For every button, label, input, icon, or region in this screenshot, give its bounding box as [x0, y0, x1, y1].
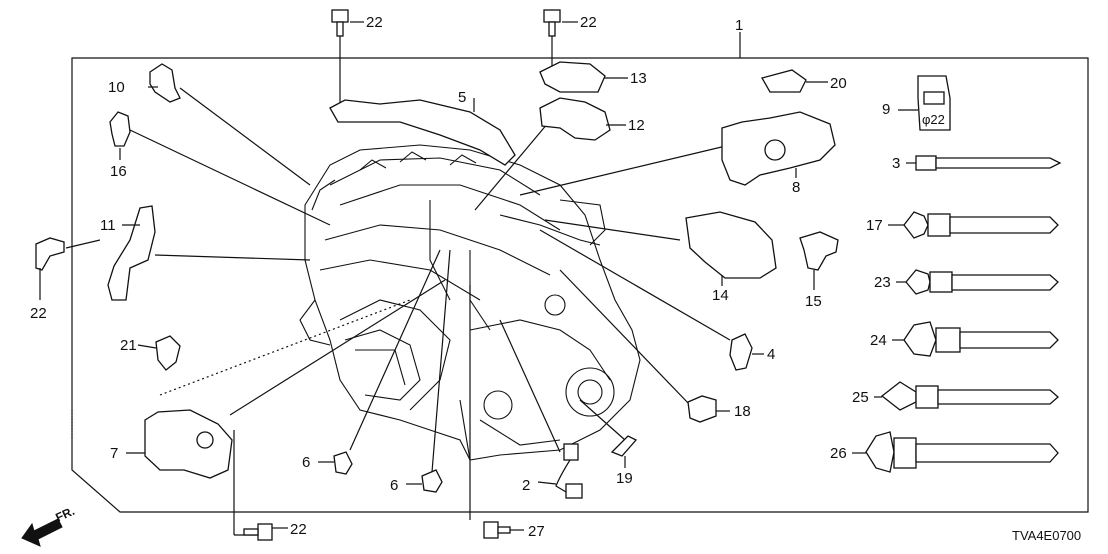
part-cable-tie-24[interactable]	[903, 321, 1059, 357]
callout-23: 23	[874, 274, 891, 291]
callout-10: 10	[108, 79, 125, 96]
callout-6-left: 6	[302, 454, 310, 471]
front-direction-indicator: FR.	[21, 504, 77, 547]
callout-8: 8	[792, 179, 800, 196]
callout-15: 15	[805, 293, 822, 310]
diagram-code: TVA4E0700	[1012, 528, 1081, 543]
part-cable-tie-23[interactable]	[905, 269, 1059, 295]
part-bracket-10[interactable]	[149, 63, 181, 103]
callout-21: 21	[120, 337, 137, 354]
part-sub-harness-2[interactable]	[555, 443, 583, 499]
part-clip-6-bottom[interactable]	[421, 469, 443, 493]
callout-labels: 1 2 3 4 5 6 6 7 8 9 10 11 12 13 14 15 16…	[30, 14, 900, 540]
part-clip-18[interactable]	[687, 395, 717, 423]
callout-19: 19	[616, 470, 633, 487]
part-bracket-8[interactable]	[721, 111, 836, 186]
part-cable-tie-25[interactable]	[880, 381, 1059, 411]
callout-16: 16	[110, 163, 127, 180]
part-bracket-12[interactable]	[539, 97, 611, 141]
callout-6-bottom: 6	[390, 477, 398, 494]
callout-9: 9	[882, 101, 890, 118]
callout-22-top-right: 22	[580, 14, 597, 31]
callout-24: 24	[870, 332, 887, 349]
part-bolt-22-top-right[interactable]	[543, 9, 561, 37]
callout-17: 17	[866, 217, 883, 234]
callout-1: 1	[735, 17, 743, 34]
callout-3: 3	[892, 155, 900, 172]
callout-18: 18	[734, 403, 751, 420]
part-bracket-11[interactable]	[107, 205, 156, 301]
callout-2: 2	[522, 477, 530, 494]
front-arrow-icon	[21, 518, 63, 547]
part-clip-6-left[interactable]	[333, 451, 353, 475]
part-bolt-22-left[interactable]	[35, 237, 65, 271]
callout-ticks	[39, 21, 918, 531]
callout-12: 12	[628, 117, 645, 134]
part-cable-tie-3[interactable]	[915, 155, 1062, 171]
part-cover-14[interactable]	[685, 211, 777, 279]
engine-assembly-illustration	[299, 144, 641, 461]
part-clip-4[interactable]	[729, 333, 753, 371]
part-bolt-22-top-left[interactable]	[331, 9, 349, 37]
callout-14: 14	[712, 287, 729, 304]
callout-27: 27	[528, 523, 545, 540]
callout-5: 5	[458, 89, 466, 106]
part-cable-tie-26[interactable]	[865, 431, 1059, 473]
part-connector-15[interactable]	[799, 231, 839, 271]
part-cover-20[interactable]	[761, 69, 807, 93]
part-clip-9[interactable]: φ22	[917, 75, 951, 131]
part-clip-21[interactable]	[155, 335, 181, 371]
callout-26: 26	[830, 445, 847, 462]
callout-13: 13	[630, 70, 647, 87]
callout-11: 11	[100, 217, 116, 234]
part-clip-16[interactable]	[109, 111, 131, 147]
callout-22-bottom: 22	[290, 521, 307, 538]
part-wire-harness-bracket-5[interactable]	[329, 99, 516, 166]
callout-22-left: 22	[30, 305, 47, 322]
callout-20: 20	[830, 75, 847, 92]
part-clip-19[interactable]	[610, 435, 638, 457]
callout-4: 4	[767, 346, 775, 363]
callout-25: 25	[852, 389, 869, 406]
callout-22-top-left: 22	[366, 14, 383, 31]
part-bolt-22-bottom[interactable]	[243, 523, 273, 541]
part-bracket-13[interactable]	[539, 61, 606, 93]
callout-7: 7	[110, 445, 118, 462]
assembly-frame	[71, 57, 1089, 513]
part-bracket-7[interactable]	[144, 409, 233, 479]
part-cable-tie-17[interactable]	[903, 211, 1059, 239]
leader-lines	[65, 30, 741, 536]
front-label: FR.	[53, 504, 76, 525]
clip-marking-text: φ22	[922, 112, 945, 127]
part-bolt-27[interactable]	[483, 521, 511, 539]
